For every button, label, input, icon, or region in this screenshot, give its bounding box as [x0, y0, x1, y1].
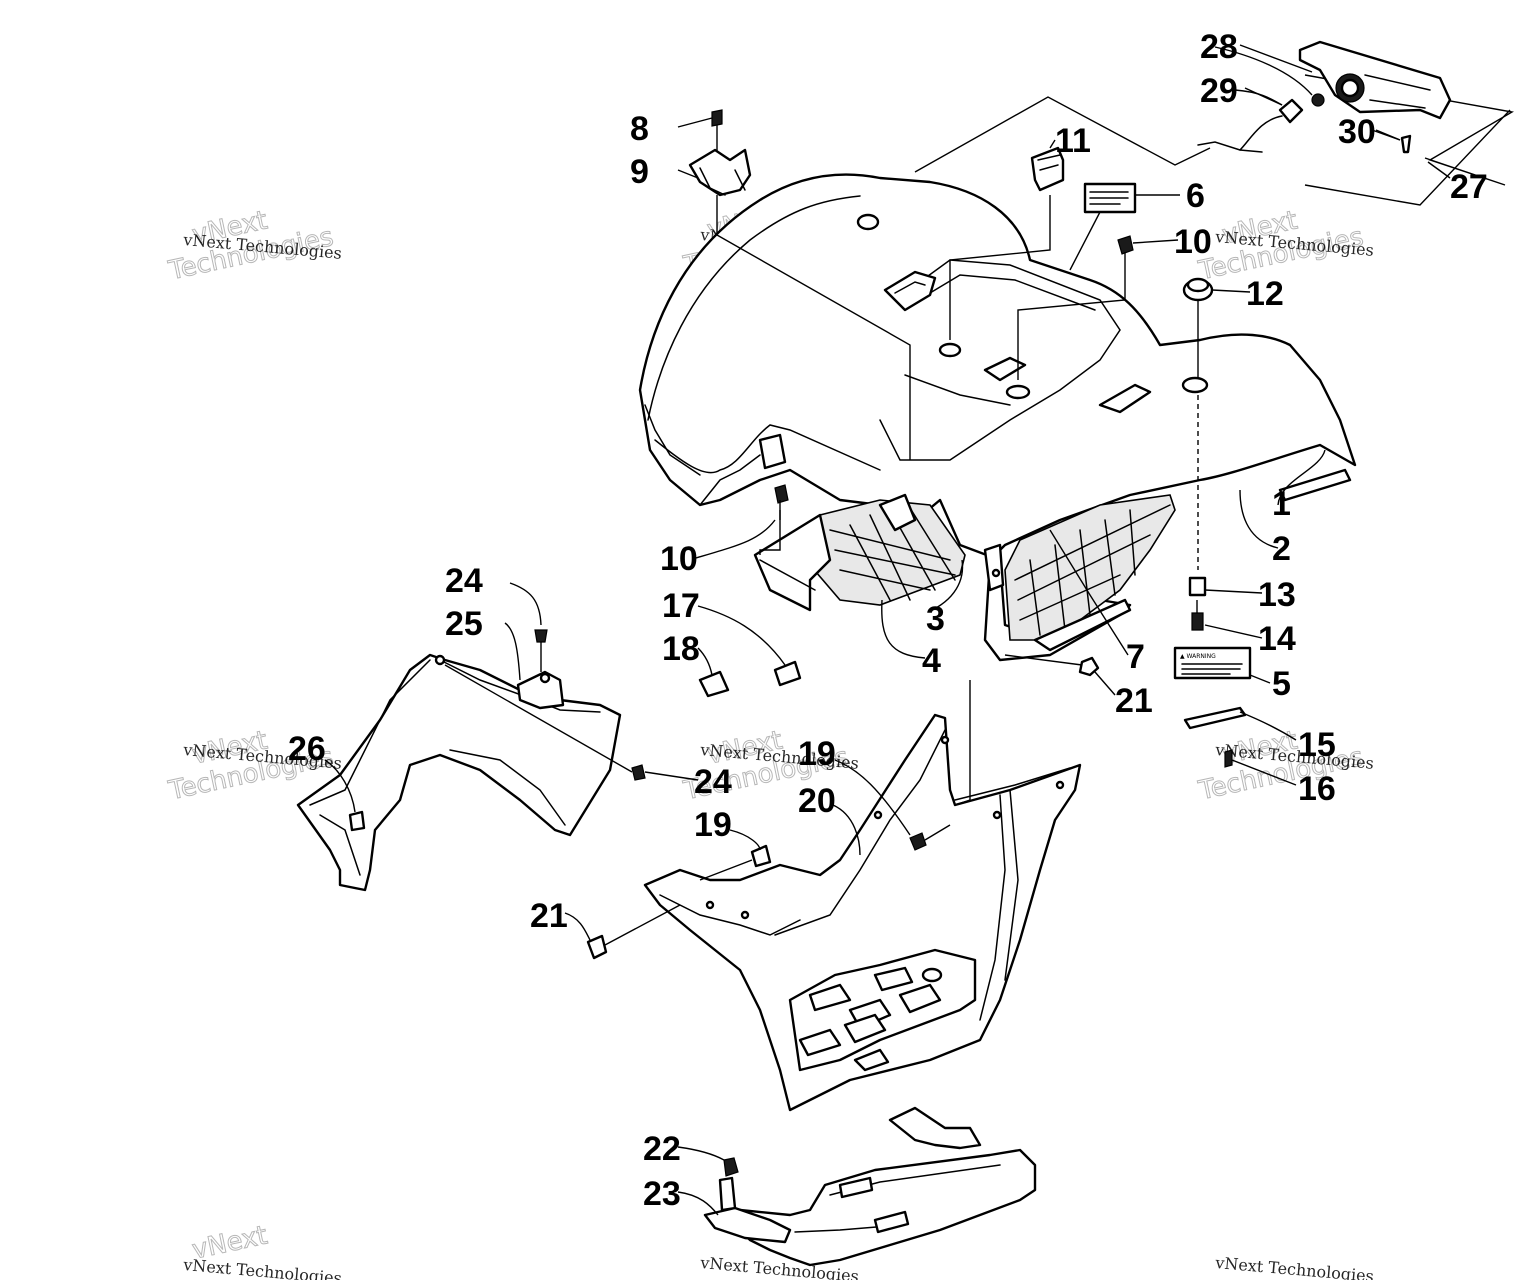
reflector-icon: [1183, 706, 1247, 730]
spacer-icon: [1188, 576, 1207, 597]
callout-21-lower: 21: [530, 897, 568, 935]
callout-29: 29: [1200, 72, 1238, 110]
callout-10-upper: 10: [1174, 223, 1212, 261]
callout-5: 5: [1272, 665, 1291, 703]
callout-30: 30: [1338, 113, 1376, 151]
clip-icon: [773, 660, 802, 687]
side-panel-left: [296, 653, 622, 892]
bolt-icon: [1191, 612, 1204, 631]
assembly-bracket-fender: [914, 96, 1211, 173]
callout-3: 3: [926, 600, 945, 638]
callout-1: 1: [1272, 485, 1291, 523]
callout-20: 20: [798, 782, 836, 820]
bolt-icon: [774, 484, 789, 504]
callout-19-lower: 19: [694, 806, 732, 844]
callout-24-side: 24: [694, 763, 732, 801]
nut-icon: [1078, 656, 1100, 677]
callout-6: 6: [1186, 177, 1205, 215]
tail-light-housing: [1298, 40, 1452, 120]
callout-25: 25: [445, 605, 483, 643]
callout-19-upper: 19: [798, 735, 836, 773]
nut-icon: [1030, 146, 1065, 192]
callout-4: 4: [922, 642, 941, 680]
svg-text:▲ WARNING: ▲ WARNING: [1180, 653, 1216, 660]
bolt-icon: [909, 832, 927, 851]
screw-icon: [1224, 749, 1233, 768]
callout-15: 15: [1298, 726, 1336, 764]
callout-7: 7: [1126, 638, 1145, 676]
callout-12: 12: [1246, 275, 1284, 313]
bracket-icon: [688, 148, 752, 197]
callout-23: 23: [643, 1175, 681, 1213]
reflector-strip: [1278, 468, 1352, 502]
callout-labels: 1 2 3 4 5 6 7 8 9 10 10 11 12 13 14 15 1…: [288, 28, 1488, 1213]
svg-text:vNext Technologies: vNext Technologies: [182, 1255, 343, 1280]
callout-8: 8: [630, 110, 649, 148]
push-rivet-icon: [348, 810, 366, 832]
clip-icon: [698, 670, 730, 698]
tail-light-assembly: [1197, 40, 1514, 206]
callout-24-upper: 24: [445, 562, 483, 600]
callout-21-upper: 21: [1115, 682, 1153, 720]
warning-label-large: [1173, 646, 1252, 680]
lower-rear-panel: [643, 713, 1082, 1112]
callout-14: 14: [1258, 620, 1296, 658]
push-rivet-icon: [534, 629, 548, 643]
callout-18: 18: [662, 630, 700, 668]
callout-26: 26: [288, 730, 326, 768]
nut-icon: [586, 934, 608, 960]
callout-27: 27: [1450, 168, 1488, 206]
bolt-icon: [750, 844, 772, 868]
bolt-icon: [723, 1157, 739, 1177]
callout-28: 28: [1200, 28, 1238, 66]
taillight-recess: [1004, 494, 1176, 641]
bolt-icon: [1117, 235, 1134, 255]
bulb-icon: [1311, 93, 1325, 107]
socket-icon: [1278, 98, 1304, 124]
callout-17: 17: [662, 587, 700, 625]
screw-icon: [1400, 134, 1412, 154]
callout-11: 11: [1055, 122, 1091, 160]
callout-leaders: [324, 46, 1451, 1216]
wire-harness: [1197, 115, 1283, 151]
push-rivet-icon: [631, 764, 646, 781]
rear-bumper-bar: [703, 1106, 1037, 1267]
callout-22: 22: [643, 1130, 681, 1168]
callout-2: 2: [1272, 530, 1291, 568]
hardware-parts: ▲ WARNING: [444, 109, 1252, 960]
callout-13: 13: [1258, 576, 1296, 614]
callout-10-lower: 10: [660, 540, 698, 578]
rear-fender-body: [638, 173, 1357, 662]
bolt-icon: [711, 109, 723, 127]
svg-text:vNext Technologies: vNext Technologies: [1214, 1253, 1375, 1280]
callout-9: 9: [630, 153, 649, 191]
callout-16: 16: [1298, 770, 1336, 808]
